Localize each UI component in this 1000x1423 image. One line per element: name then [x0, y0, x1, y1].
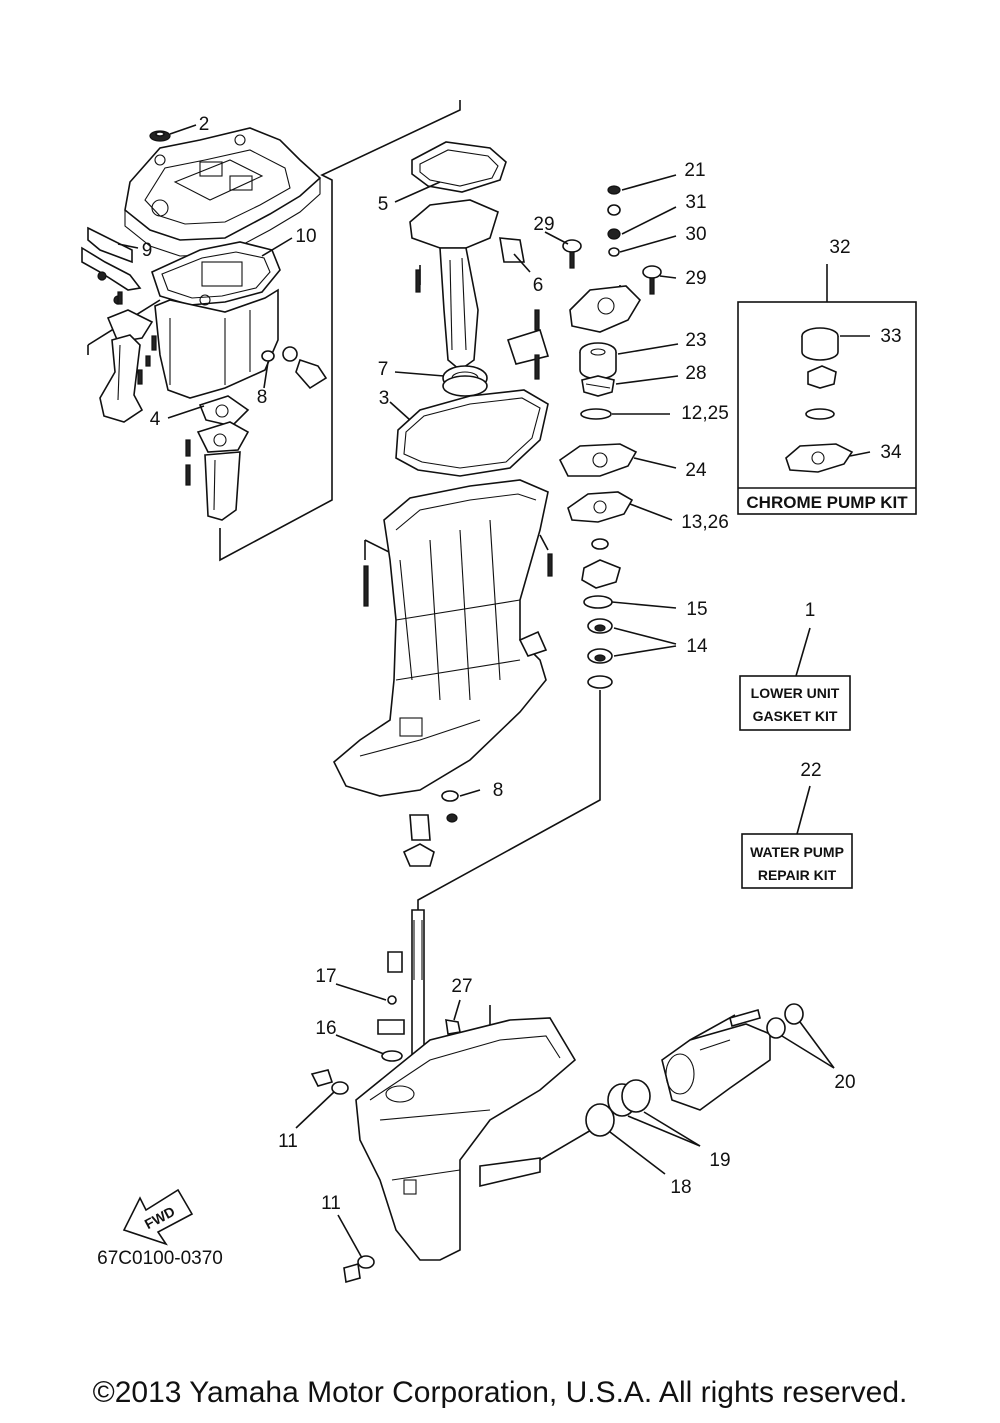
callout-20: 20	[834, 1072, 855, 1093]
water-pump-kit-line1: WATER PUMP	[750, 844, 844, 860]
callout-30: 30	[685, 224, 706, 245]
lower-unit-gasket-kit-box: LOWER UNIT GASKET KIT	[739, 675, 851, 731]
chrome-pump-kit-label: CHROME PUMP KIT	[746, 493, 908, 512]
exhaust-guide-drawing	[395, 141, 550, 477]
callout-16: 16	[315, 1018, 336, 1039]
callout-31: 31	[685, 192, 706, 213]
callout-13-26: 13,26	[681, 512, 729, 533]
callout-21: 21	[684, 160, 705, 181]
callout-19: 19	[709, 1150, 730, 1171]
callout-22: 22	[800, 760, 821, 781]
callout-11: 11	[278, 1131, 298, 1152]
callout-10: 10	[295, 226, 316, 247]
water-pump-drawing	[558, 185, 662, 689]
drawing-number: 67C0100-0370	[97, 1248, 223, 1269]
gearcase-drawing	[122, 909, 804, 1284]
callout-leader-lines	[117, 124, 871, 1259]
lower-unit-kit-line2: GASKET KIT	[753, 708, 838, 724]
callout-7: 7	[378, 359, 389, 380]
chrome-pump-kit-box: CHROME PUMP KIT	[737, 301, 917, 515]
water-pump-repair-kit-box: WATER PUMP REPAIR KIT	[741, 833, 853, 889]
callout-8-second: 8	[493, 780, 504, 801]
callout-24: 24	[685, 460, 707, 481]
callout-18: 18	[670, 1177, 691, 1198]
callout-15: 15	[686, 599, 707, 620]
callout-17: 17	[315, 966, 336, 987]
lower-unit-kit-line1: LOWER UNIT	[751, 685, 840, 701]
upper-casing-drawing	[81, 127, 328, 521]
callout-28: 28	[685, 363, 706, 384]
callout-27: 27	[451, 976, 472, 997]
callout-34: 34	[880, 442, 902, 463]
callout-23: 23	[685, 330, 706, 351]
callout-32: 32	[829, 237, 850, 258]
callout-6: 6	[533, 275, 544, 296]
driveshaft-housing-drawing	[333, 479, 553, 867]
water-pump-kit-line2: REPAIR KIT	[758, 867, 837, 883]
callout-4: 4	[150, 409, 161, 430]
callout-12-25: 12,25	[681, 403, 729, 424]
callout-1: 1	[805, 600, 816, 621]
callout-5: 5	[378, 194, 389, 215]
callout-8: 8	[257, 387, 268, 408]
callout-labels: 1 2 3 4 5 6 7 8 8 9 10 11 11 12,25 13,26…	[142, 114, 902, 1214]
callout-29-second: 29	[685, 268, 706, 289]
callout-9: 9	[142, 240, 153, 261]
callout-33: 33	[880, 326, 901, 347]
copyright-notice: ©2013 Yamaha Motor Corporation, U.S.A. A…	[92, 1376, 908, 1409]
callout-3: 3	[379, 388, 390, 409]
callout-14: 14	[686, 636, 708, 657]
callout-11-second: 11	[321, 1193, 341, 1214]
callout-2: 2	[199, 114, 210, 135]
callout-29: 29	[533, 214, 554, 235]
